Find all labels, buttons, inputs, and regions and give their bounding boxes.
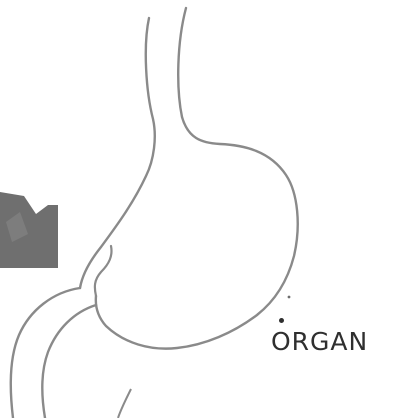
dot-mark (288, 296, 291, 299)
arrow-down-right-icon (0, 192, 58, 268)
pointer-line (118, 389, 131, 418)
organ-label: ORGAN (271, 329, 368, 354)
label-accent-mark (279, 318, 284, 323)
